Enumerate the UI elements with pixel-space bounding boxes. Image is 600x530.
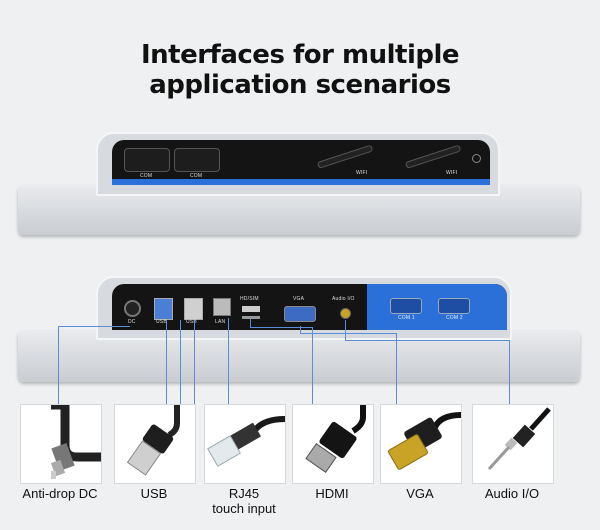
- connector-line-vga-up: [300, 326, 301, 334]
- port-label-audio: Audio I/O: [332, 296, 355, 302]
- connector-line-usb-2: [180, 320, 181, 404]
- connector-line-dc-h: [58, 326, 130, 327]
- indicator-icon: [472, 154, 481, 163]
- port-label-com-2: COM 2: [446, 315, 463, 321]
- connector-line-audio-h: [345, 340, 509, 341]
- connector-line-audio-up: [345, 320, 346, 340]
- connector-line-hdmi-up: [250, 318, 251, 328]
- usb-port-icon: [184, 298, 203, 320]
- hdmi-port-icon: [242, 306, 260, 312]
- port-label-usb-1: USB: [156, 319, 167, 325]
- lan-port-icon: [213, 298, 231, 316]
- top-port-label-com-2: COM: [190, 173, 203, 179]
- interface-label-dc: Anti-drop DC: [22, 486, 98, 501]
- interface-label-usb: USB: [140, 486, 168, 501]
- audio-jack-icon: [487, 407, 551, 471]
- interface-card-usb: [114, 404, 196, 484]
- title-line-1: Interfaces for multiple: [140, 40, 460, 70]
- connector-line-audio: [509, 340, 510, 404]
- vga-plug-icon: [388, 412, 461, 470]
- port-label-hd-sim: HD/SIM: [240, 296, 259, 302]
- interface-label-hdmi: HDMI: [315, 486, 349, 501]
- connector-line-hdmi-h: [250, 327, 312, 328]
- interface-label-vga: VGA: [406, 486, 434, 501]
- wifi-antenna-icon: [316, 144, 374, 169]
- connector-line-usb-3: [194, 320, 195, 404]
- connector-line-hdmi: [312, 327, 313, 404]
- interface-card-vga: [380, 404, 462, 484]
- top-port-label-wifi-1: WIFI: [356, 170, 368, 176]
- wifi-antenna-icon: [404, 144, 462, 169]
- top-port-label-wifi-2: WIFI: [446, 170, 458, 176]
- dc-plug-icon: [50, 405, 101, 479]
- vga-port-icon: [284, 306, 316, 322]
- com-port-icon: [438, 298, 470, 314]
- connector-line-vga-h: [300, 333, 396, 334]
- usb-port-icon: [154, 298, 173, 320]
- com-port-icon: [174, 148, 220, 172]
- dc-port-icon: [124, 300, 141, 317]
- title-line-2: application scenarios: [149, 70, 451, 100]
- interface-label-rj45: RJ45 touch input: [196, 486, 292, 516]
- interface-label-rj45-line1: RJ45: [228, 486, 260, 501]
- interface-card-dc: [20, 404, 102, 484]
- usb-plug-icon: [126, 405, 180, 476]
- port-label-usb-2: USB: [186, 319, 197, 325]
- connector-line-vga: [396, 333, 397, 404]
- hdmi-plug-icon: [305, 405, 366, 473]
- port-label-dc: DC: [128, 319, 136, 325]
- port-label-com-1: COM 1: [398, 315, 415, 321]
- interface-label-audio: Audio I/O: [484, 486, 540, 501]
- rj45-plug-icon: [207, 416, 285, 467]
- port-label-lan: LAN: [215, 319, 226, 325]
- interface-card-rj45: [204, 404, 286, 484]
- page-title: Interfaces for multiple application scen…: [0, 40, 600, 100]
- interface-card-hdmi: [292, 404, 374, 484]
- connector-line-lan: [228, 318, 229, 404]
- top-port-label-com-1: COM: [140, 173, 153, 179]
- interface-card-audio: [472, 404, 554, 484]
- bottom-panel-port-area: DC USB USB LAN HD/SIM VGA Audio I/O COM …: [112, 284, 507, 330]
- top-blue-strip: [112, 179, 490, 185]
- port-label-vga: VGA: [293, 296, 305, 302]
- com-port-icon: [124, 148, 170, 172]
- connector-line-usb-1: [166, 320, 167, 404]
- interface-label-rj45-line2: touch input: [212, 501, 276, 516]
- top-panel-port-area: COM COM WIFI WIFI: [112, 140, 490, 185]
- sim-slot-icon: [242, 316, 260, 319]
- com-port-icon: [390, 298, 422, 314]
- audio-port-icon: [340, 308, 351, 319]
- bottom-blue-area: [367, 284, 507, 330]
- connector-line-dc: [58, 326, 59, 404]
